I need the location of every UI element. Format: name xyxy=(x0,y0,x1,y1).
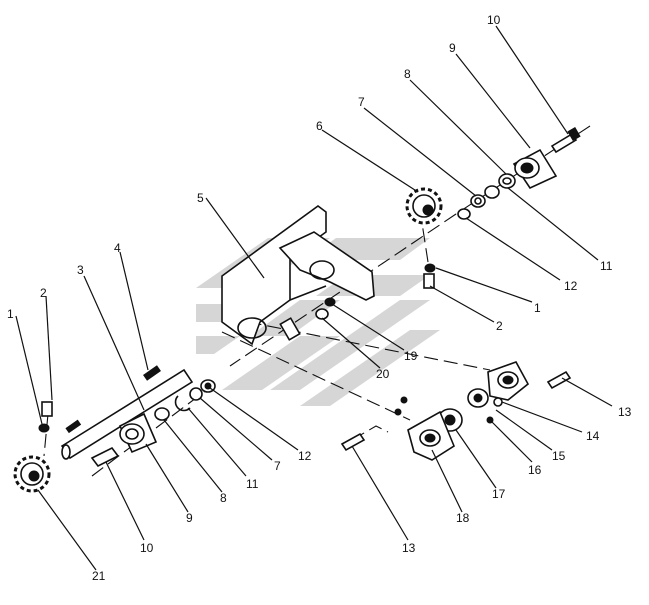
callout-label: 6 xyxy=(316,119,323,133)
upper-axle-parts xyxy=(457,126,581,220)
callout-label: 13 xyxy=(402,541,416,555)
callout-label: 1 xyxy=(534,301,541,315)
callout-label: 13 xyxy=(618,405,632,419)
upper-pin xyxy=(423,263,436,289)
lower-sprocket xyxy=(13,401,53,493)
callout-label: 15 xyxy=(552,449,566,463)
callout-label: 1 xyxy=(7,307,14,321)
callout-label: 20 xyxy=(376,367,390,381)
lower-axle-parts xyxy=(90,379,216,468)
callout-label: 9 xyxy=(449,41,456,55)
callout-label: 2 xyxy=(496,319,503,333)
keys xyxy=(65,365,161,434)
bracket xyxy=(221,205,375,346)
callout-labels: 10 9 8 7 6 11 12 1 2 5 19 20 1 2 3 4 12 … xyxy=(7,13,632,583)
callout-label: 12 xyxy=(298,449,312,463)
callout-label: 18 xyxy=(456,511,470,525)
washer-set-19-20 xyxy=(315,297,336,320)
callout-label: 21 xyxy=(92,569,106,583)
callout-label: 3 xyxy=(77,263,84,277)
callout-label: 11 xyxy=(600,259,613,273)
callout-label: 9 xyxy=(186,511,193,525)
callout-label: 2 xyxy=(40,286,47,300)
callout-label: 10 xyxy=(487,13,501,27)
callout-label: 14 xyxy=(586,429,600,443)
leader-lines xyxy=(15,25,613,571)
callout-label: 19 xyxy=(404,349,418,363)
upper-sprocket xyxy=(405,187,443,225)
callout-label: 11 xyxy=(246,477,259,491)
callout-label: 4 xyxy=(114,241,121,255)
callout-label: 10 xyxy=(140,541,154,555)
callout-label: 7 xyxy=(358,95,365,109)
shaft xyxy=(60,368,194,460)
callout-label: 16 xyxy=(528,463,542,477)
callout-label: 17 xyxy=(492,487,506,501)
callout-label: 8 xyxy=(220,491,227,505)
callout-label: 12 xyxy=(564,279,578,293)
callout-label: 8 xyxy=(404,67,411,81)
callout-label: 7 xyxy=(274,459,281,473)
bearing-assembly xyxy=(340,361,572,461)
callout-label: 5 xyxy=(197,191,204,205)
